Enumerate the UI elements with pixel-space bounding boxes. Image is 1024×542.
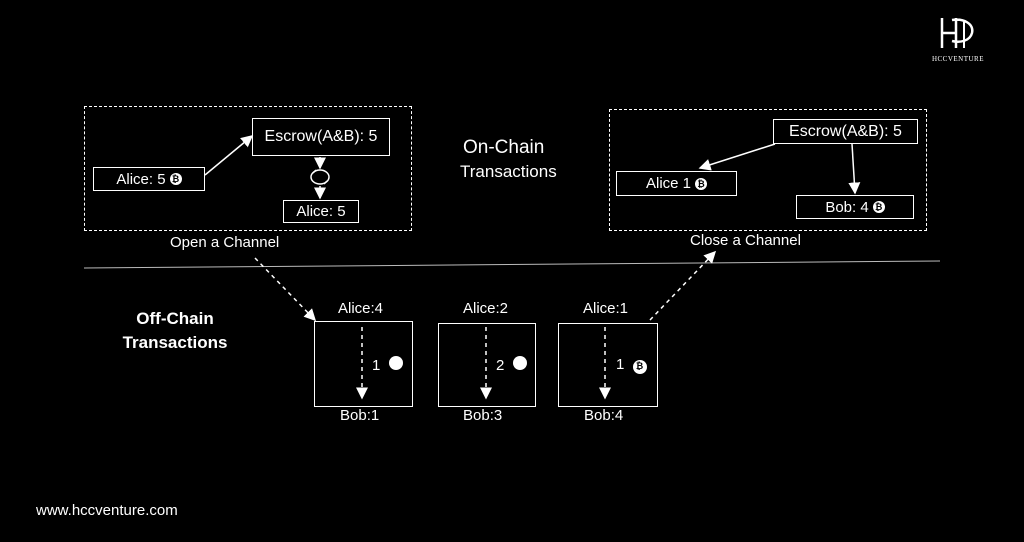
open-channel-group xyxy=(84,106,412,231)
state-3-bottom-label: Bob:4 xyxy=(584,407,624,424)
alice-out-box: Alice 1 ₿ xyxy=(616,171,737,196)
bitcoin-coin-icon: ₿ xyxy=(872,201,885,213)
dashed-arrow-state-to-close xyxy=(649,250,717,321)
alice-input-box: Alice: 5 ₿ xyxy=(93,167,205,191)
chain-divider-line xyxy=(83,260,941,269)
arrow-escrow-to-alice xyxy=(698,143,776,171)
off-chain-title-line1: Off-Chain xyxy=(136,309,214,328)
state-2-amount-label: 2 xyxy=(496,357,505,374)
state-1-box xyxy=(314,321,413,407)
bob-out-box: Bob: 4 ₿ xyxy=(796,195,914,219)
on-chain-title: On-Chain xyxy=(463,137,545,158)
hcc-logo-icon xyxy=(940,18,974,48)
website-link[interactable]: www.hccventure.com xyxy=(36,502,178,519)
state-2-box xyxy=(438,323,536,407)
alice-out-label: Alice 1 xyxy=(645,175,692,192)
state-1-bottom-label: Bob:1 xyxy=(340,407,380,424)
escrow-close-box: Escrow(A&B): 5 xyxy=(773,119,918,144)
state-1-amount: 1 xyxy=(372,356,403,374)
state-1-amount-label: 1 xyxy=(372,357,381,374)
close-channel-caption: Close a Channel xyxy=(690,232,801,249)
escrow-open-box: Escrow(A&B): 5 xyxy=(252,118,390,156)
bitcoin-coin-icon: ₿ xyxy=(169,173,182,185)
brand-logo: HCCVENTURE xyxy=(932,14,984,63)
cycle-icon xyxy=(310,169,330,185)
state-1-top-label: Alice:4 xyxy=(338,300,384,317)
arrow-alice-to-escrow xyxy=(204,135,254,176)
escrow-close-label: Escrow(A&B): 5 xyxy=(789,122,902,140)
alice-result-label: Alice: 5 xyxy=(296,203,346,220)
state-2-bottom-label: Bob:3 xyxy=(463,407,503,424)
close-channel-group xyxy=(609,109,927,231)
off-chain-title: Off-Chain Transactions xyxy=(100,307,250,355)
bob-out-label: Bob: 4 xyxy=(825,198,869,216)
state-2-amount: 2 xyxy=(496,356,527,374)
logo-text: HCCVENTURE xyxy=(931,55,984,63)
bitcoin-coin-icon xyxy=(388,356,403,370)
open-channel-caption: Open a Channel xyxy=(170,234,280,251)
state-3-box xyxy=(558,323,658,407)
on-chain-subtitle: Transactions xyxy=(460,162,557,181)
state-3-top-label: Alice:1 xyxy=(583,300,629,317)
state-3-amount-label: 1 xyxy=(616,356,625,373)
arrow-escrow-to-bob xyxy=(848,143,861,195)
alice-input-label: Alice: 5 xyxy=(116,170,166,188)
bitcoin-coin-icon: ₿ xyxy=(632,360,647,374)
bitcoin-coin-icon: ₿ xyxy=(695,177,708,190)
off-chain-title-line2: Transactions xyxy=(122,333,228,352)
alice-result-box: Alice: 5 xyxy=(283,200,359,223)
state-3-amount: 1 ₿ xyxy=(616,356,647,374)
state-2-top-label: Alice:2 xyxy=(463,300,509,317)
bitcoin-coin-icon xyxy=(512,356,527,370)
dashed-arrow-open-to-state xyxy=(254,257,317,322)
escrow-open-label: Escrow(A&B): 5 xyxy=(264,128,378,145)
